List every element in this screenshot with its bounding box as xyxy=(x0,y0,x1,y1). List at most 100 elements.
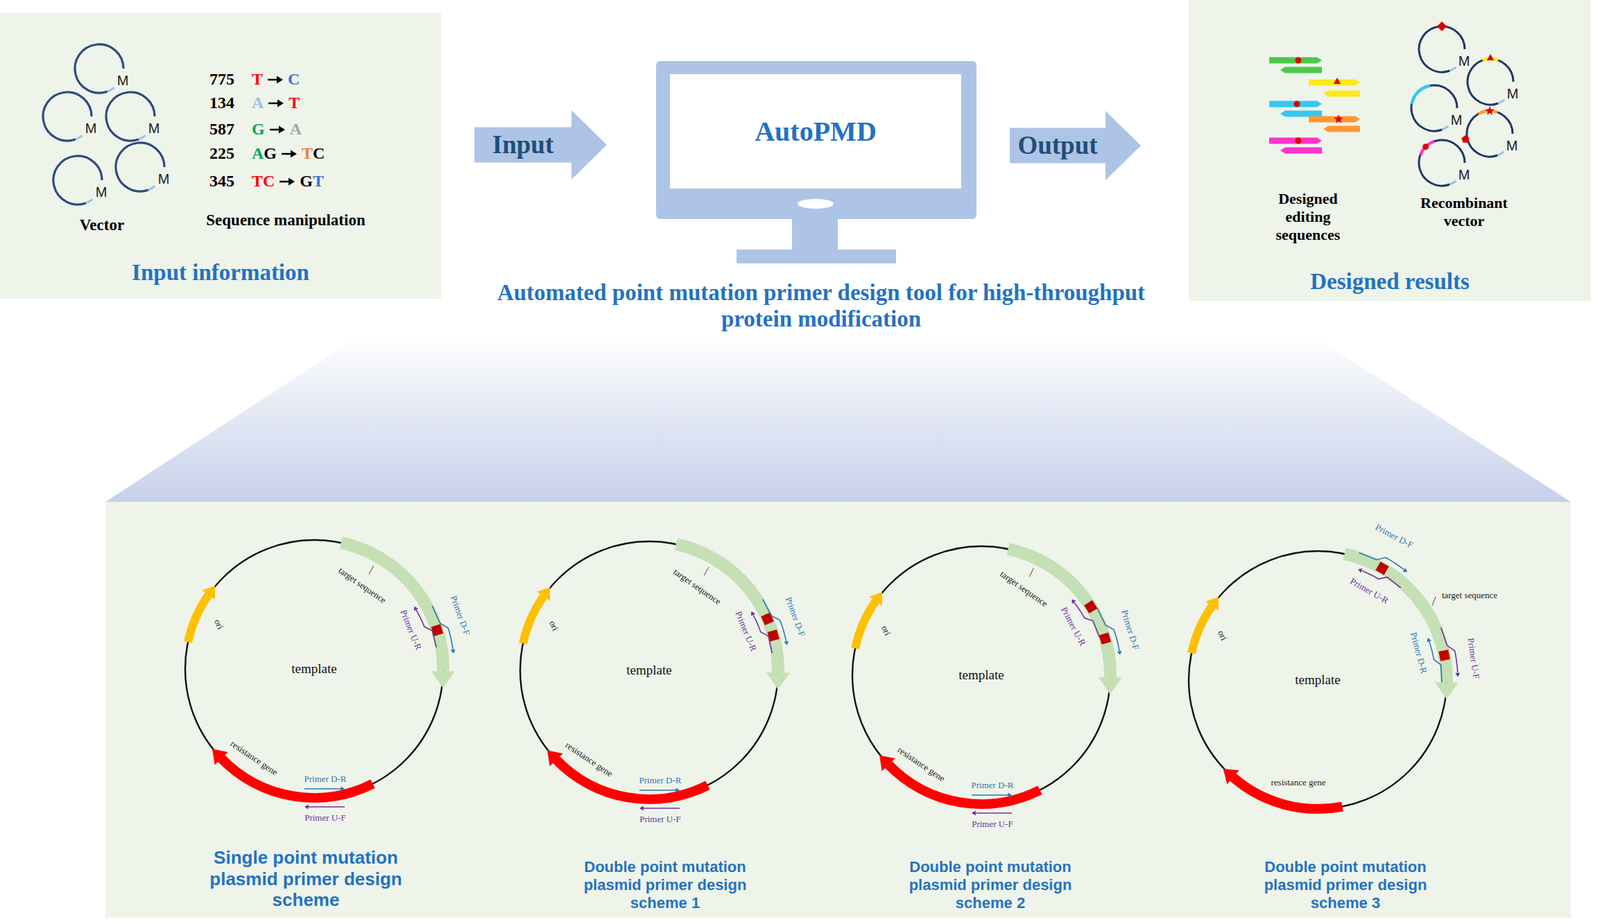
scheme-caption: Double point mutation plasmid primer des… xyxy=(1241,858,1450,913)
panel-art-group xyxy=(42,44,165,205)
sequence-token: A xyxy=(251,144,264,164)
mutation-site xyxy=(1084,600,1098,614)
sequence-row: 345TCGT xyxy=(202,170,324,193)
plasmid-backbone xyxy=(1188,551,1447,810)
target-arc-head xyxy=(1098,677,1123,695)
monitor-neck xyxy=(792,219,838,250)
sequence-token: 775 xyxy=(202,70,235,90)
vector-marker: M xyxy=(1507,85,1519,102)
plasmid-name: template xyxy=(626,663,672,679)
plasmid-map: template xyxy=(182,537,446,802)
plasmid-name: template xyxy=(958,667,1004,684)
primer-arrow xyxy=(1429,642,1442,683)
arrow-head xyxy=(276,76,283,84)
arrow-shaft xyxy=(269,128,281,132)
arrow-head xyxy=(639,806,644,812)
vector-insert xyxy=(1449,181,1456,185)
panel-label: Vector xyxy=(79,216,125,235)
primer-label: Primer D-R xyxy=(970,780,1014,792)
plasmid-name: template xyxy=(1294,672,1340,688)
arrow-head xyxy=(340,787,345,793)
arrow-head xyxy=(304,805,309,811)
sequence-row: 587GA xyxy=(202,118,302,141)
vector-ring xyxy=(74,44,124,93)
leader-line xyxy=(1432,597,1436,607)
resistance-arc-head xyxy=(1223,769,1240,785)
vector-insert xyxy=(1498,99,1505,104)
primer-label: Primer U-F xyxy=(304,813,347,824)
sequence-token: TC xyxy=(251,171,275,192)
mutation-dot xyxy=(1295,138,1302,145)
sequence-token: G xyxy=(299,171,313,192)
target-arc xyxy=(676,544,779,673)
editing-primer xyxy=(1323,126,1361,133)
vector-ring xyxy=(1418,26,1465,73)
change-arrow xyxy=(280,149,298,159)
mutation-star xyxy=(1484,106,1494,116)
mutation-site xyxy=(1438,649,1450,661)
vector-marker: M xyxy=(1506,138,1519,154)
arrow-head xyxy=(1357,568,1363,573)
target-arc-head xyxy=(431,671,455,689)
vector-insert xyxy=(1497,151,1504,156)
arrow-head xyxy=(1403,568,1408,573)
mutation-dot xyxy=(1422,143,1429,150)
monitor-screen xyxy=(669,74,962,189)
mutation-site xyxy=(1375,561,1389,575)
vector-marker: M xyxy=(1458,167,1471,184)
primer-label: Primer D-R xyxy=(638,776,682,787)
sequence-token: T xyxy=(312,171,324,192)
primer-arrow xyxy=(1359,552,1405,570)
panel-label: Designed editing sequences xyxy=(1262,190,1354,245)
mutation-triangle xyxy=(1486,54,1494,61)
mutation-dot xyxy=(1295,57,1302,64)
sequence-token: T xyxy=(301,144,313,164)
resistance-arc xyxy=(888,764,1040,805)
flow-arrow xyxy=(1009,110,1141,181)
monitor-base xyxy=(736,249,897,264)
ori-arc xyxy=(855,601,876,649)
monitor-shape xyxy=(656,61,977,264)
arrow-shaft xyxy=(281,153,292,156)
plasmid-map: template xyxy=(849,543,1114,808)
ori-arc xyxy=(187,595,209,643)
flow-arrow xyxy=(474,110,607,180)
vector-marker: M xyxy=(85,120,98,137)
vector-insert xyxy=(85,199,93,204)
sequence-token: 587 xyxy=(202,119,235,140)
editing-primer xyxy=(1323,90,1361,98)
arrow-head xyxy=(971,811,976,817)
sequence-token: 134 xyxy=(202,93,235,114)
mutation-star xyxy=(1333,114,1343,124)
primer-arrow xyxy=(974,812,1012,815)
arrow-head xyxy=(450,649,456,655)
primer-arrow xyxy=(1097,608,1120,652)
resistance-arc-head xyxy=(547,751,564,768)
sequence-token: C xyxy=(287,70,300,90)
panel-art xyxy=(1188,0,1591,301)
primer-arrow xyxy=(639,789,677,792)
zoom-trapezoid xyxy=(105,334,1571,503)
vector-marker: M xyxy=(148,120,161,137)
edited-segment xyxy=(1420,141,1435,156)
arrow-shaft xyxy=(267,79,279,82)
primer-arrow xyxy=(1441,628,1458,674)
arrow-shaft xyxy=(279,181,290,184)
sequence-row: 775TC xyxy=(202,68,300,91)
monitor-screen-area: AutoPMD xyxy=(669,74,962,189)
scheme-caption: Double point mutation plasmid primer des… xyxy=(886,858,1095,913)
primer-arrow xyxy=(762,599,787,642)
vector-ring xyxy=(115,142,165,192)
ori-arc-head xyxy=(1205,597,1219,612)
vector-insert xyxy=(148,186,156,191)
ori-arc-head xyxy=(869,592,883,607)
plasmid-name: template xyxy=(291,661,337,677)
sequence-token: 225 xyxy=(202,144,235,164)
change-arrow xyxy=(278,176,296,187)
target-arc-head xyxy=(1434,682,1459,700)
vector-marker: M xyxy=(158,171,170,188)
target-arc xyxy=(1008,549,1111,678)
vector-ring xyxy=(1411,85,1458,132)
ori-arc-head xyxy=(536,587,550,602)
flow-label: Input xyxy=(492,131,554,160)
